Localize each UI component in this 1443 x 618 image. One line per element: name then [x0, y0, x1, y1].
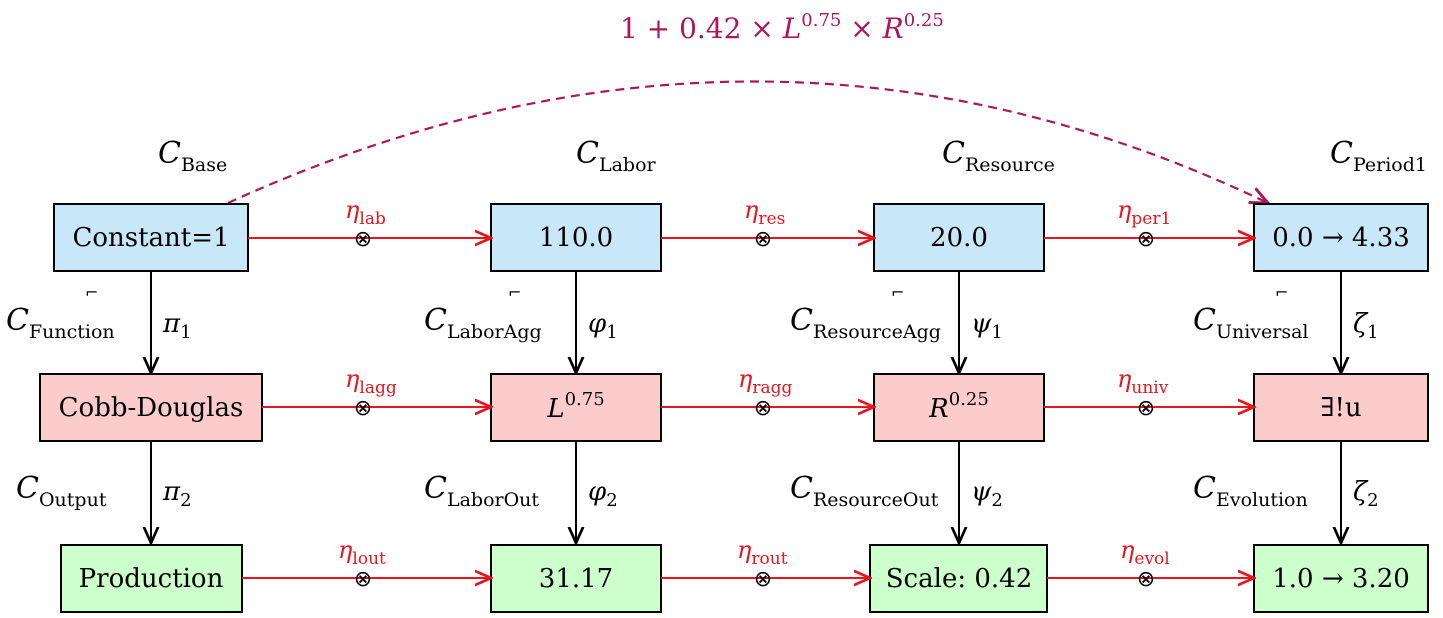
node-resource-power-label: R0.25 — [928, 389, 989, 424]
node-cobb-douglas-label: Cobb-Douglas — [59, 393, 244, 423]
node-labor-power-label: L0.75 — [546, 389, 604, 424]
otimes-lab: ⊗ — [354, 227, 372, 252]
node-labor-value-label: 110.0 — [539, 223, 613, 253]
category-label-labor: CLabor — [576, 136, 657, 176]
node-labor-output-label: 31.17 — [539, 564, 613, 594]
label-eta-lab: ηlab — [345, 196, 386, 229]
node-constant — [53, 203, 249, 272]
node-evolution-label: 1.0 → 3.20 — [1272, 564, 1410, 594]
label-pi2: π2 — [162, 477, 192, 511]
label-eta-ragg: ηragg — [738, 365, 793, 398]
label-pi1: π1 — [162, 309, 192, 343]
label-phi2: φ2 — [588, 477, 618, 511]
pullback-corner-4: ⌐ — [1275, 283, 1288, 302]
node-production-label: Production — [79, 564, 224, 594]
node-scale-label: Scale: 0.42 — [886, 564, 1033, 594]
label-eta-univ: ηuniv — [1117, 365, 1169, 398]
category-label-base: CBase — [158, 136, 227, 176]
otimes-rout: ⊗ — [754, 567, 772, 592]
otimes-res: ⊗ — [754, 227, 772, 252]
category-label-resource-out: CResourceOut — [790, 471, 939, 511]
node-resource-value-label: 20.0 — [930, 223, 988, 253]
node-period — [1253, 203, 1429, 272]
category-label-period1: CPeriod1 — [1330, 136, 1427, 176]
node-constant-label: Constant=1 — [72, 223, 229, 253]
category-label-evolution: CEvolution — [1193, 471, 1308, 511]
category-label-labor-out: CLaborOut — [424, 471, 539, 511]
otimes-evol: ⊗ — [1137, 567, 1155, 592]
node-resource-value — [873, 203, 1045, 272]
otimes-per1: ⊗ — [1137, 227, 1155, 252]
node-cobb-douglas — [39, 373, 263, 442]
category-label-function: CFunction — [6, 303, 115, 343]
dashed-curve-arrow — [227, 80, 1268, 204]
node-labor-power — [490, 373, 662, 442]
pullback-corner-1: ⌐ — [85, 283, 98, 302]
node-production — [60, 544, 243, 613]
category-label-resource-agg: CResourceAgg — [790, 303, 941, 343]
label-eta-per1: ηper1 — [1117, 196, 1171, 229]
formula-label: 1 + 0.42 × L0.75 × R0.25 — [620, 10, 944, 45]
node-resource-power — [873, 373, 1045, 442]
node-evolution — [1253, 544, 1429, 613]
category-label-resource: CResource — [942, 136, 1055, 176]
label-eta-rout: ηrout — [737, 536, 788, 569]
category-label-output: COutput — [16, 471, 107, 511]
label-eta-lagg: ηlagg — [345, 365, 397, 398]
otimes-univ: ⊗ — [1137, 396, 1155, 421]
label-eta-lout: ηlout — [338, 536, 386, 569]
otimes-lout: ⊗ — [354, 567, 372, 592]
label-zeta1: ζ1 — [1353, 309, 1379, 343]
label-psi2: ψ2 — [971, 477, 1003, 511]
label-zeta2: ζ2 — [1353, 477, 1379, 511]
category-label-labor-agg: CLaborAgg — [424, 303, 542, 343]
label-eta-res: ηres — [744, 196, 785, 229]
node-labor-value — [490, 203, 662, 272]
node-unique-label: ∃!u — [1320, 393, 1361, 423]
category-label-universal: CUniversal — [1193, 303, 1309, 343]
otimes-ragg: ⊗ — [754, 396, 772, 421]
label-psi1: ψ1 — [971, 309, 1003, 343]
node-period-label: 0.0 → 4.33 — [1272, 223, 1410, 253]
label-eta-evol: ηevol — [1120, 536, 1170, 569]
node-scale — [869, 544, 1048, 613]
otimes-lagg: ⊗ — [354, 396, 372, 421]
pullback-corner-2: ⌐ — [508, 283, 521, 302]
label-phi1: φ1 — [588, 309, 618, 343]
node-unique — [1253, 373, 1429, 442]
pullback-corner-3: ⌐ — [891, 283, 904, 302]
